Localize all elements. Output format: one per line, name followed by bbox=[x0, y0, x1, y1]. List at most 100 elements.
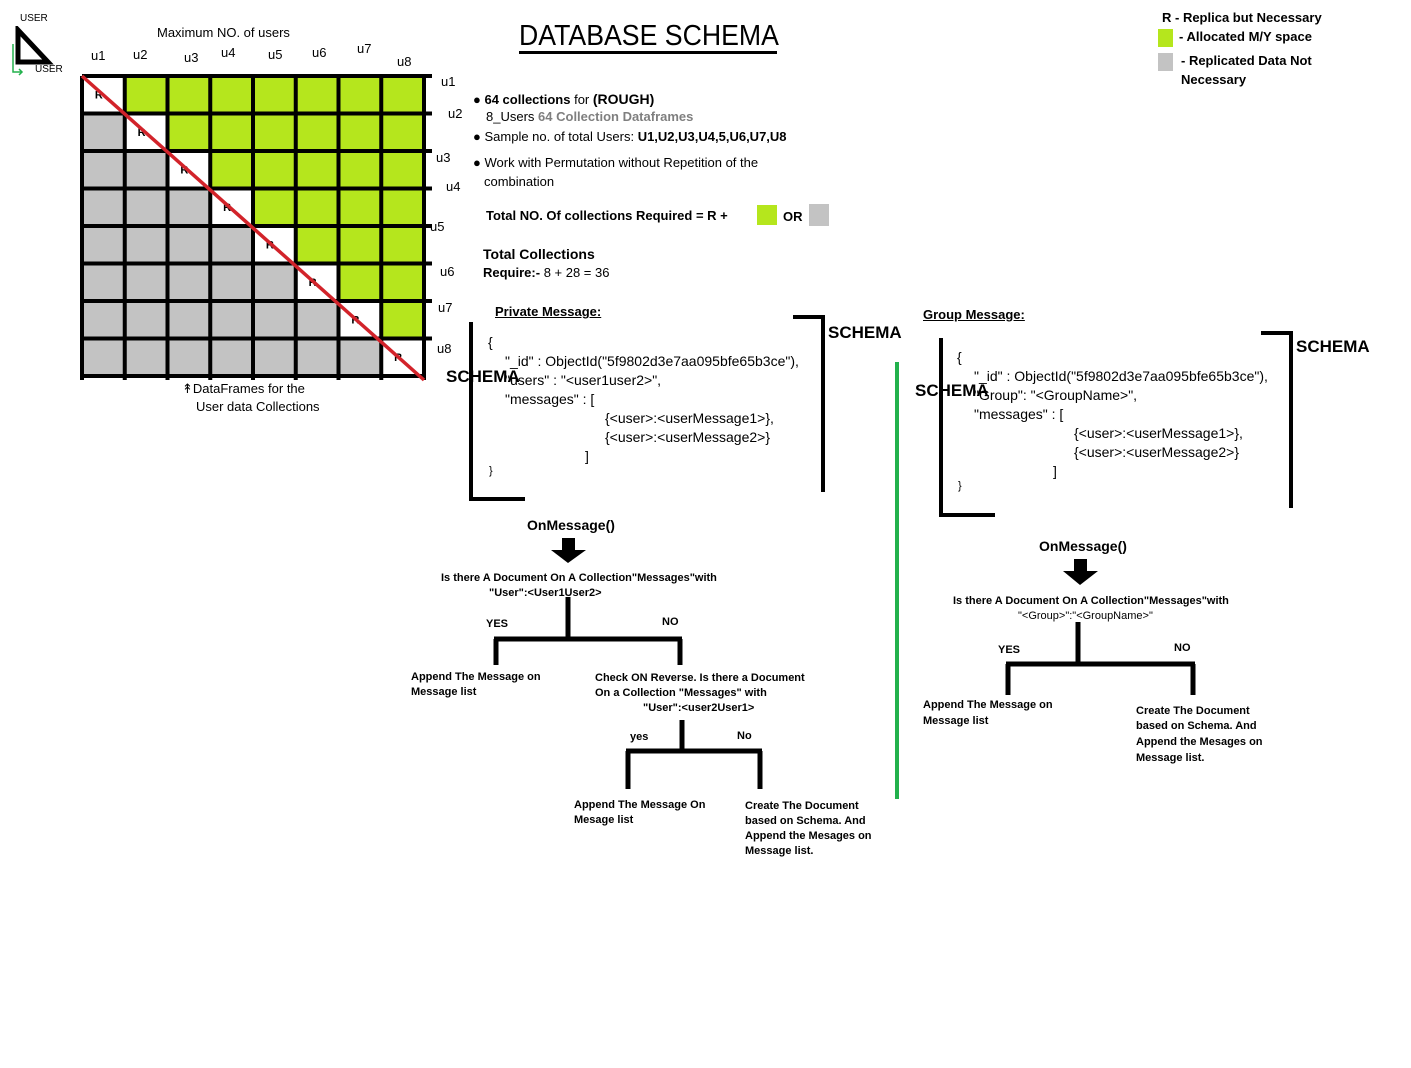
private-no2-result-3: Append the Mesages on bbox=[745, 830, 872, 842]
column-label: u4 bbox=[221, 45, 236, 60]
row-label: u2 bbox=[448, 106, 463, 121]
note-3-text: Work with Permutation without Repetition… bbox=[484, 155, 759, 170]
private-schema-vertical-left: SCHEMA bbox=[446, 367, 520, 386]
replica-cell bbox=[381, 338, 424, 376]
group-flow-lines bbox=[1005, 559, 1196, 695]
replicated-cell bbox=[82, 226, 125, 264]
row-label: u1 bbox=[441, 74, 456, 89]
group-no-result-4: Message list. bbox=[1136, 752, 1205, 764]
allocated-cell bbox=[210, 76, 253, 114]
allocated-cell bbox=[124, 76, 168, 114]
group-yes-result-1: Append The Message on bbox=[923, 699, 1053, 711]
replicated-cell bbox=[82, 263, 125, 301]
replicated-cell bbox=[167, 338, 211, 376]
private-yes2-result-2: Mesage list bbox=[574, 814, 634, 826]
column-label: u6 bbox=[312, 45, 327, 60]
legend-green-swatch bbox=[1158, 29, 1173, 47]
group-open-brace: { bbox=[957, 349, 962, 365]
group-question-1: Is there A Document On A Collection"Mess… bbox=[953, 595, 1229, 607]
group-close-brace: } bbox=[958, 480, 962, 492]
private-yes-label: YES bbox=[486, 618, 509, 630]
allocated-cell bbox=[295, 76, 339, 114]
private-no-check-1: Check ON Reverse. Is there a Document bbox=[595, 672, 805, 684]
group-msg1: {<user>:<userMessage1>}, bbox=[1074, 425, 1243, 441]
allocated-cell bbox=[381, 76, 424, 114]
row-label: u8 bbox=[437, 341, 452, 356]
permutation-matrix: RRRRRRRR bbox=[80, 74, 432, 382]
diagonal-line bbox=[80, 74, 426, 382]
note-1-sub: 8_Users 64 Collection Dataframes bbox=[486, 109, 693, 124]
row-label: u6 bbox=[440, 264, 455, 279]
allocated-cell bbox=[210, 151, 253, 189]
bullet-icon: ● bbox=[473, 129, 481, 144]
replicated-cell bbox=[295, 338, 339, 376]
allocated-cell bbox=[167, 113, 211, 151]
allocated-cell bbox=[295, 188, 339, 226]
row-label: u7 bbox=[438, 300, 453, 315]
private-yes2-label: yes bbox=[630, 731, 649, 743]
private-question-1: Is there A Document On A Collection"Mess… bbox=[441, 572, 717, 584]
legend-gray-text-1: - Replicated Data Not bbox=[1181, 53, 1312, 68]
note-1-sub-a: 8_Users bbox=[486, 109, 535, 124]
group-no-result-1: Create The Document bbox=[1136, 705, 1250, 717]
group-no-label: NO bbox=[1174, 642, 1191, 654]
allocated-cell bbox=[295, 151, 339, 189]
replicated-cell bbox=[167, 263, 211, 301]
group-flow-title: OnMessage() bbox=[1039, 538, 1127, 554]
down-arrow-icon bbox=[1063, 559, 1098, 585]
allocated-cell bbox=[338, 226, 382, 264]
group-question-2: "<Group>":"<GroupName>" bbox=[1018, 610, 1153, 622]
group-msg2: {<user>:<userMessage2>} bbox=[1074, 444, 1240, 460]
replica-label: R bbox=[95, 90, 103, 102]
private-yes-result-1: Append The Message on bbox=[411, 671, 541, 683]
private-schema-brackets bbox=[469, 315, 825, 501]
column-label: u7 bbox=[357, 41, 372, 56]
allocated-cell bbox=[253, 76, 296, 114]
group-schema-vertical-right: SCHEMA bbox=[1296, 337, 1370, 356]
bullet-icon: ● bbox=[473, 92, 481, 107]
note-2: ● Sample no. of total Users: U1,U2,U3,U4… bbox=[473, 129, 787, 144]
required-label: Total NO. Of collections Required = R + bbox=[486, 208, 728, 223]
private-no2-result-4: Message list. bbox=[745, 845, 814, 857]
private-question-2: "User":<User1User2> bbox=[489, 587, 602, 599]
private-line-id: "_id" : ObjectId("5f9802d3e7aa095bfe65b3… bbox=[505, 353, 799, 369]
private-msg2: {<user>:<userMessage2>} bbox=[605, 429, 771, 445]
replicated-cell bbox=[124, 338, 168, 376]
up-arrow-icon: ↟ bbox=[182, 381, 193, 396]
user-top-label: USER bbox=[20, 13, 48, 24]
group-yes-label: YES bbox=[998, 644, 1021, 656]
replicated-cell bbox=[124, 188, 168, 226]
require-value: 8 + 28 = 36 bbox=[543, 265, 610, 280]
allocated-cell bbox=[381, 188, 424, 226]
group-heading: Group Message: bbox=[923, 307, 1025, 322]
group-no-result-2: based on Schema. And bbox=[1136, 720, 1257, 732]
replicated-cell bbox=[124, 263, 168, 301]
replicated-cell bbox=[82, 338, 125, 376]
private-no2-result-1: Create The Document bbox=[745, 800, 859, 812]
private-close-bracket: ] bbox=[585, 448, 589, 464]
allocated-cell bbox=[210, 113, 253, 151]
group-schema-brackets bbox=[939, 331, 1293, 517]
allocated-cell bbox=[167, 76, 211, 114]
required-gray-swatch bbox=[809, 204, 829, 226]
replica-label: R bbox=[180, 165, 188, 177]
replicated-cell bbox=[167, 301, 211, 339]
private-flow-title: OnMessage() bbox=[527, 517, 615, 533]
user-bottom-label: USER bbox=[35, 64, 63, 75]
replicated-cell bbox=[210, 338, 253, 376]
column-label: u2 bbox=[133, 47, 148, 62]
replicated-cell bbox=[124, 226, 168, 264]
required-green-swatch bbox=[757, 205, 777, 225]
note-2-b: U1,U2,U3,U4,5,U6,U7,U8 bbox=[637, 129, 787, 144]
down-arrow-icon bbox=[551, 538, 586, 563]
replicated-cell bbox=[82, 301, 125, 339]
total-require: Require:- 8 + 28 = 36 bbox=[483, 265, 609, 280]
replicated-cell bbox=[82, 188, 125, 226]
private-schema-vertical-right: SCHEMA bbox=[828, 323, 902, 342]
replicated-cell bbox=[124, 301, 168, 339]
allocated-cell bbox=[253, 151, 296, 189]
row-label: u4 bbox=[446, 179, 461, 194]
legend-r-text: R - Replica but Necessary bbox=[1162, 10, 1322, 25]
legend-gray-swatch bbox=[1158, 53, 1173, 71]
note-3-line2: combination bbox=[484, 174, 555, 189]
